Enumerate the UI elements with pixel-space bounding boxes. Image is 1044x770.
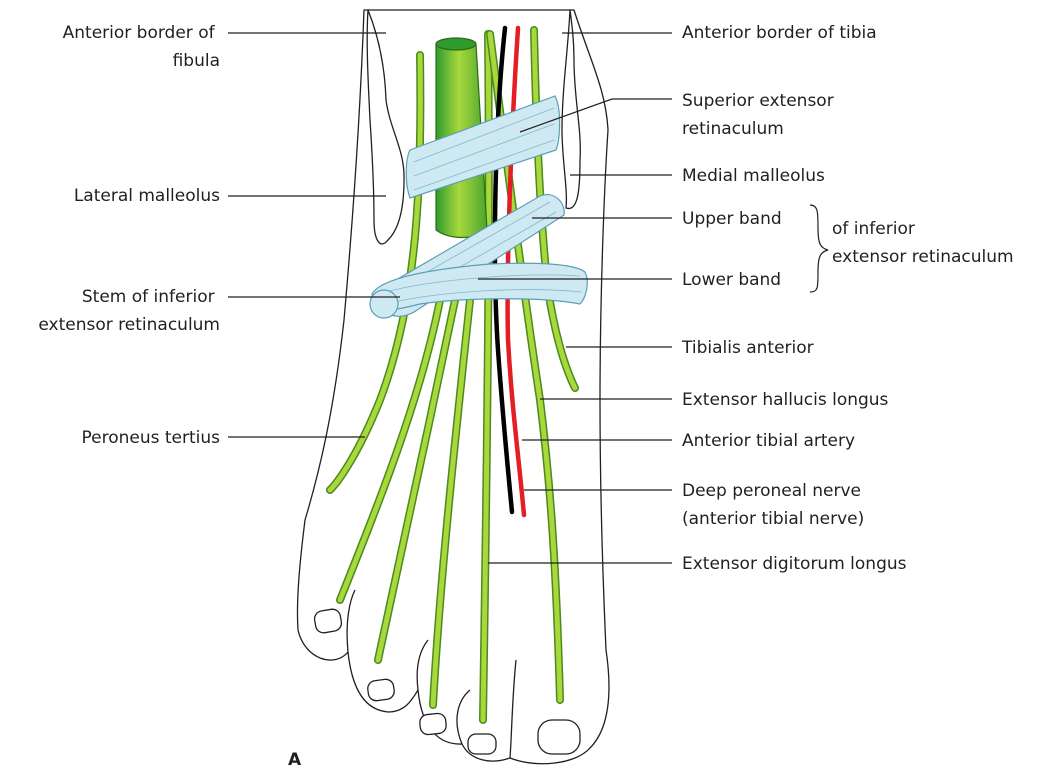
label-anterior-border-tibia: Anterior border of tibia	[682, 23, 877, 43]
label-inferior-retinaculum-group: of inferior extensor retinaculum	[832, 219, 1014, 267]
label-upper-band: Upper band	[682, 209, 782, 229]
label-extensor-digitorum-longus: Extensor digitorum longus	[682, 554, 907, 574]
label-deep-peroneal-nerve: Deep peroneal nerve (anterior tibial ner…	[682, 481, 866, 529]
toenail-4	[367, 678, 396, 701]
toenail-2	[468, 734, 496, 754]
panel-letter: A	[288, 750, 302, 770]
label-extensor-hallucis-longus: Extensor hallucis longus	[682, 390, 889, 410]
toenail-3	[419, 713, 447, 736]
toenail-5	[313, 608, 342, 634]
toenail-1	[538, 720, 580, 754]
label-stem-inferior-retinaculum: Stem of inferior extensor retinaculum	[38, 287, 220, 335]
inferior-retinaculum-brace	[810, 205, 828, 292]
label-peroneus-tertius: Peroneus tertius	[81, 428, 220, 448]
label-lateral-malleolus: Lateral malleolus	[74, 186, 220, 206]
label-lower-band: Lower band	[682, 270, 781, 290]
label-medial-malleolus: Medial malleolus	[682, 166, 825, 186]
label-superior-extensor-retinaculum: Superior extensor retinaculum	[682, 91, 839, 139]
label-anterior-tibial-artery: Anterior tibial artery	[682, 431, 855, 451]
label-anterior-border-fibula: Anterior border of fibula	[63, 23, 220, 71]
label-tibialis-anterior: Tibialis anterior	[681, 338, 814, 358]
